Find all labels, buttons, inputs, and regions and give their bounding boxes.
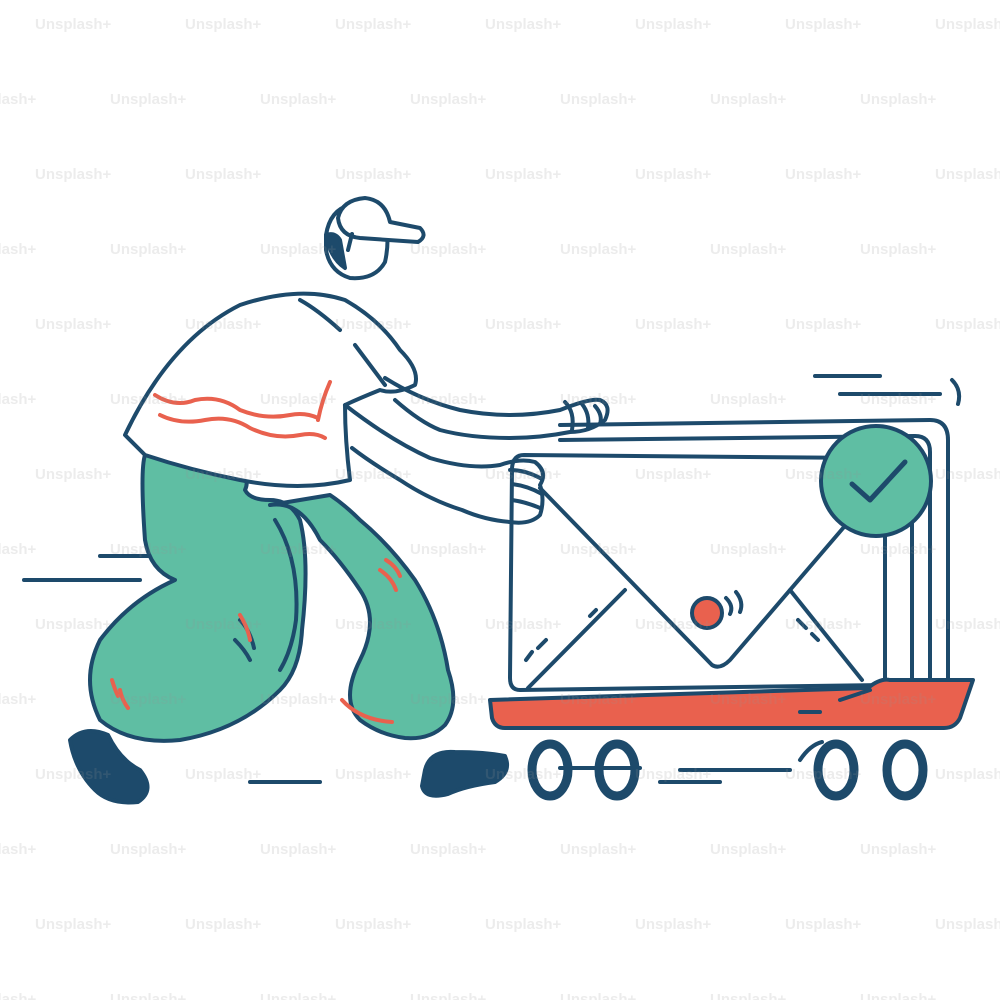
head	[324, 196, 426, 281]
shirt	[123, 291, 418, 488]
arms	[343, 376, 610, 525]
speed-lines	[22, 374, 962, 784]
cart-wheels	[527, 739, 928, 801]
cart-base	[488, 677, 975, 730]
envelope-icon	[508, 453, 887, 692]
back-shoe	[68, 729, 150, 805]
front-shoe	[420, 749, 509, 798]
checkmark-badge	[819, 424, 933, 538]
pants	[88, 453, 456, 743]
